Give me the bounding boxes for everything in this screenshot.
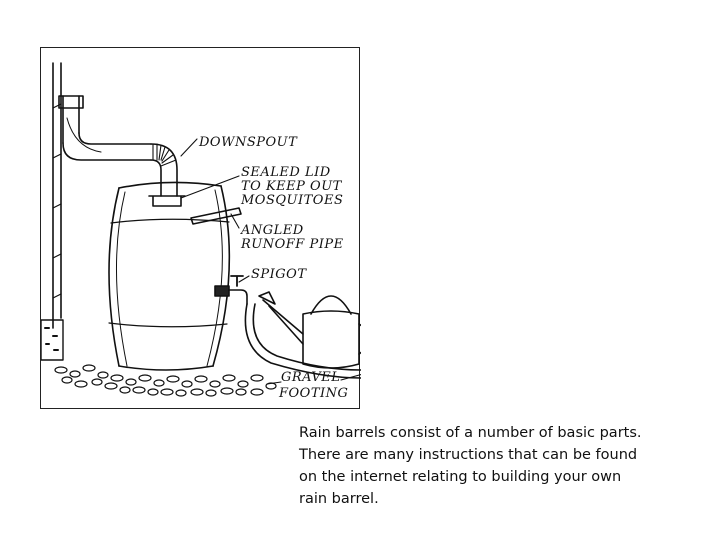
- rain-barrel-illustration: DOWNSPOUT SEALED LID TO KEEP OUT MOSQUIT…: [41, 48, 361, 410]
- sealed-lid: [149, 196, 185, 206]
- caption-text: Rain barrels consist of a number of basi…: [299, 422, 649, 510]
- label-gravel-line1: GRAVEL: [281, 370, 340, 385]
- label-sealed-lid-line3: MOSQUITOES: [240, 193, 343, 208]
- label-angled-line1: ANGLED: [240, 223, 304, 238]
- label-sealed-lid-line1: SEALED LID: [241, 165, 331, 180]
- angled-runoff-pipe: [191, 208, 241, 224]
- label-downspout: DOWNSPOUT: [198, 135, 298, 150]
- watering-can: [259, 292, 361, 368]
- barrel: [109, 182, 229, 370]
- downspout: [59, 96, 177, 196]
- rain-barrel-diagram: DOWNSPOUT SEALED LID TO KEEP OUT MOSQUIT…: [40, 47, 360, 409]
- label-spigot: SPIGOT: [251, 267, 307, 282]
- label-sealed-lid-line2: TO KEEP OUT: [241, 179, 343, 194]
- label-angled-line2: RUNOFF PIPE: [240, 237, 344, 252]
- wall-footing: [41, 320, 63, 360]
- label-gravel-line2: FOOTING: [278, 386, 348, 401]
